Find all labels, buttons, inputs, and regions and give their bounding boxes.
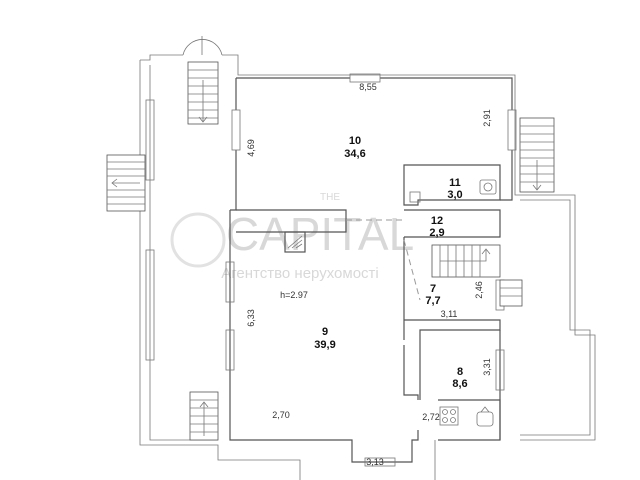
watermark-line3: Агентство нерухомості [221,265,379,282]
dimension-labels: 8,55 2,91 4,69 h=2.97 6,33 3,11 2,46 3,3… [246,82,492,467]
room-12-area: 2,9 [429,227,444,239]
dashed-lines [346,219,421,301]
dim-right-upper: 2,91 [482,109,492,127]
room-12-number: 12 [431,215,443,227]
dim-bottom-left: 2,70 [272,410,290,420]
windows [145,73,517,467]
watermark: THE CAPITAL Агентство нерухомості [170,192,414,282]
dim-bottom-small: 2,72 [422,412,440,422]
stair-left [106,154,146,212]
dim-ceiling-height: h=2.97 [280,290,308,300]
room-8-number: 8 [457,366,463,378]
room-9-number: 9 [322,326,328,338]
dim-room7-width: 3,11 [441,309,458,319]
stair-bottom-left [189,391,219,441]
stair-right [519,117,555,193]
dim-room7-height: 2,46 [474,281,484,299]
room-labels: 10 34,6 11 3,0 12 2,9 7 7,7 9 39,9 8 8,6 [314,135,467,390]
dim-left-lower: 6,33 [246,309,256,327]
stair-room-7 [431,244,523,307]
room-9-area: 39,9 [314,339,335,351]
dim-top-width: 8,55 [359,82,377,92]
dim-bottom-width: 3,13 [366,457,384,467]
fireplace [284,231,306,253]
dim-room8-height: 3,31 [482,358,492,376]
fixtures [409,179,497,427]
dim-left-upper: 4,69 [246,139,256,157]
room-7-number: 7 [430,283,436,295]
room-10-area: 34,6 [344,148,365,160]
room-7-area: 7,7 [425,295,440,307]
room-11-area: 3,0 [447,189,462,201]
room-10-number: 10 [349,135,361,147]
room-8-area: 8,6 [452,378,467,390]
room-11-number: 11 [449,177,461,189]
watermark-line1: THE [320,192,340,203]
stair-top-left [182,36,223,125]
watermark-line2: CAPITAL [226,208,414,260]
